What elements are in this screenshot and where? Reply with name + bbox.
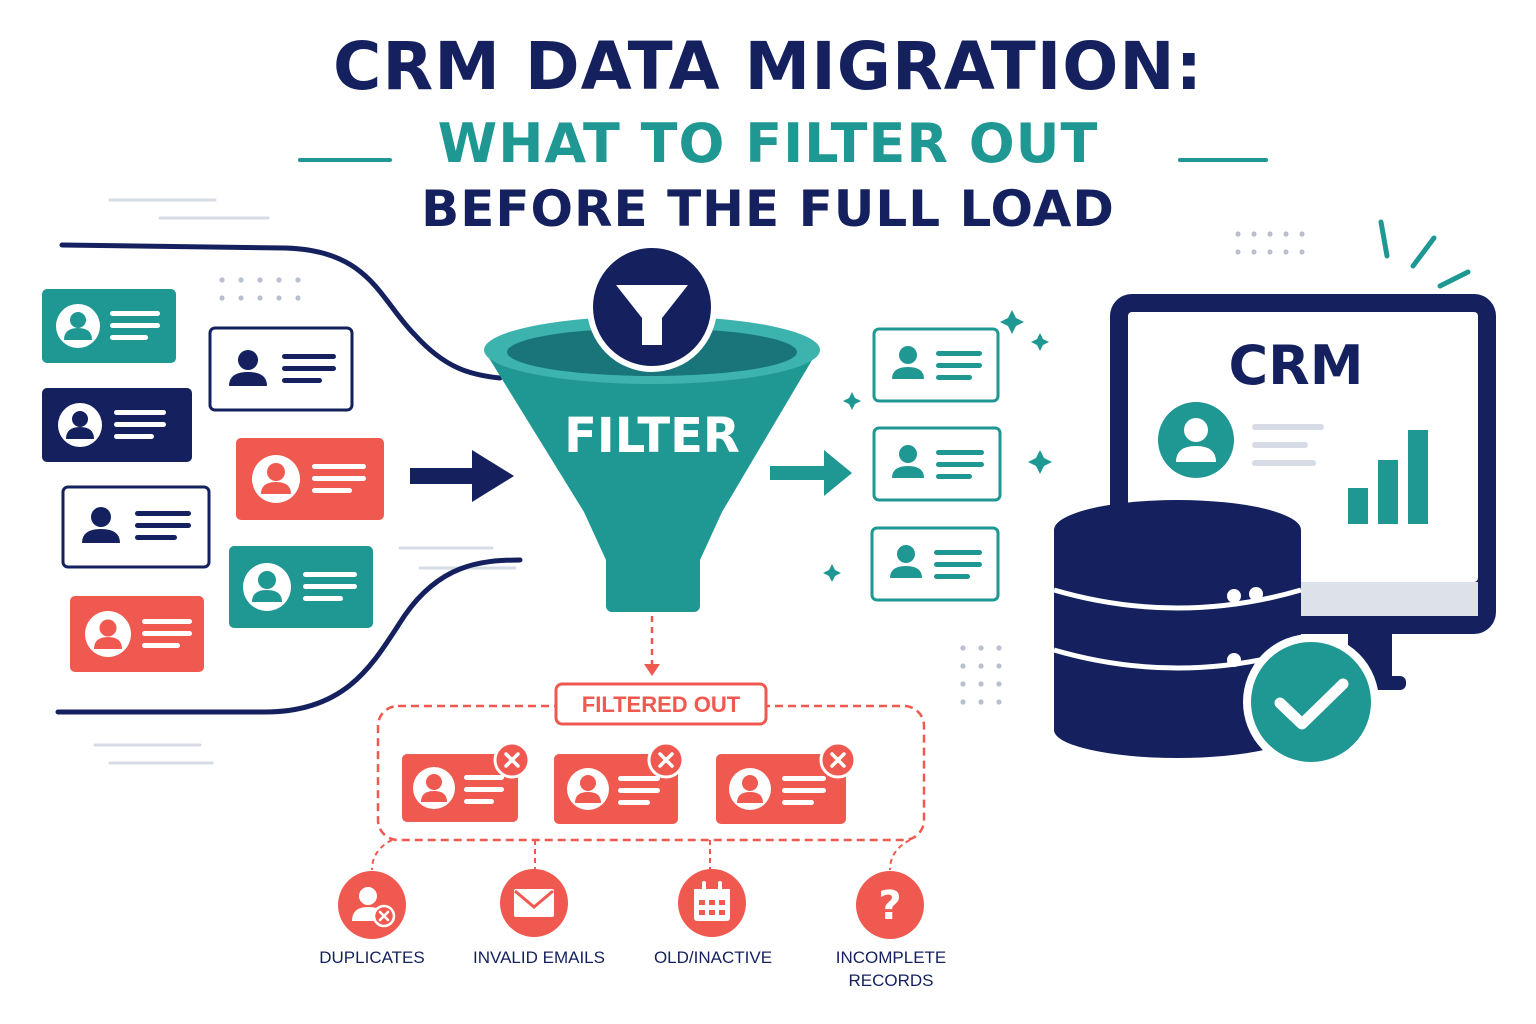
category-duplicates: DUPLICATES — [272, 946, 472, 969]
category-icons: ? — [338, 869, 924, 939]
signal-rays — [1378, 219, 1471, 289]
record-card — [229, 546, 373, 628]
record-card — [208, 326, 354, 412]
user-x-icon — [338, 871, 406, 939]
question-icon: ? — [856, 871, 924, 939]
record-card — [70, 596, 204, 672]
category-connectors — [371, 839, 911, 871]
filtered-out-label: FILTERED OUT — [582, 692, 741, 717]
rejected-record-card — [554, 741, 685, 824]
flow-curves — [55, 242, 523, 715]
crm-label: CRM — [1229, 334, 1364, 397]
dot-grid — [219, 231, 1305, 705]
filter-icon — [616, 285, 688, 345]
title-line-1: CRM DATA MIGRATION: — [332, 28, 1204, 105]
clean-record-card — [872, 327, 1000, 403]
rejected-record-card — [716, 741, 857, 824]
record-card — [236, 438, 384, 520]
svg-text:?: ? — [878, 883, 901, 929]
close-icon — [647, 741, 685, 779]
record-card — [42, 289, 176, 363]
category-label: OLD/INACTIVE — [653, 948, 773, 967]
category-label: DUPLICATES — [319, 948, 425, 967]
clean-record-card — [872, 426, 1002, 502]
clean-record-card — [870, 526, 1000, 602]
bar-chart-icon — [1348, 430, 1428, 524]
category-old-inactive: OLD/INACTIVE — [613, 946, 813, 969]
calendar-icon — [678, 869, 746, 937]
title-line-2: WHAT TO FILTER OUT — [437, 112, 1099, 175]
arrow-into-funnel — [410, 450, 514, 502]
filter-funnel: FILTER — [484, 242, 820, 612]
checkmark-icon — [1243, 634, 1379, 770]
arrow-out-of-funnel — [770, 450, 852, 496]
title-line-3: BEFORE THE FULL LOAD — [421, 180, 1115, 238]
filtered-out-section: FILTERED OUT — [371, 616, 926, 871]
sparkles — [823, 310, 1052, 582]
record-card — [42, 388, 192, 462]
record-card — [61, 485, 211, 569]
rejected-record-card — [402, 741, 531, 822]
funnel-label: FILTER — [564, 408, 740, 464]
category-label-line2: RECORDS — [848, 971, 934, 990]
category-label: INVALID EMAILS — [473, 948, 605, 967]
close-icon — [819, 741, 857, 779]
category-label: INCOMPLETE — [835, 948, 947, 967]
envelope-icon — [500, 869, 568, 937]
close-icon — [493, 741, 531, 779]
speed-lines — [93, 198, 517, 765]
category-incomplete-records: INCOMPLETE RECORDS — [791, 946, 991, 992]
avatar — [1184, 418, 1208, 442]
clean-records — [870, 327, 1002, 602]
incoming-records — [42, 289, 384, 672]
category-invalid-emails: INVALID EMAILS — [439, 946, 639, 969]
